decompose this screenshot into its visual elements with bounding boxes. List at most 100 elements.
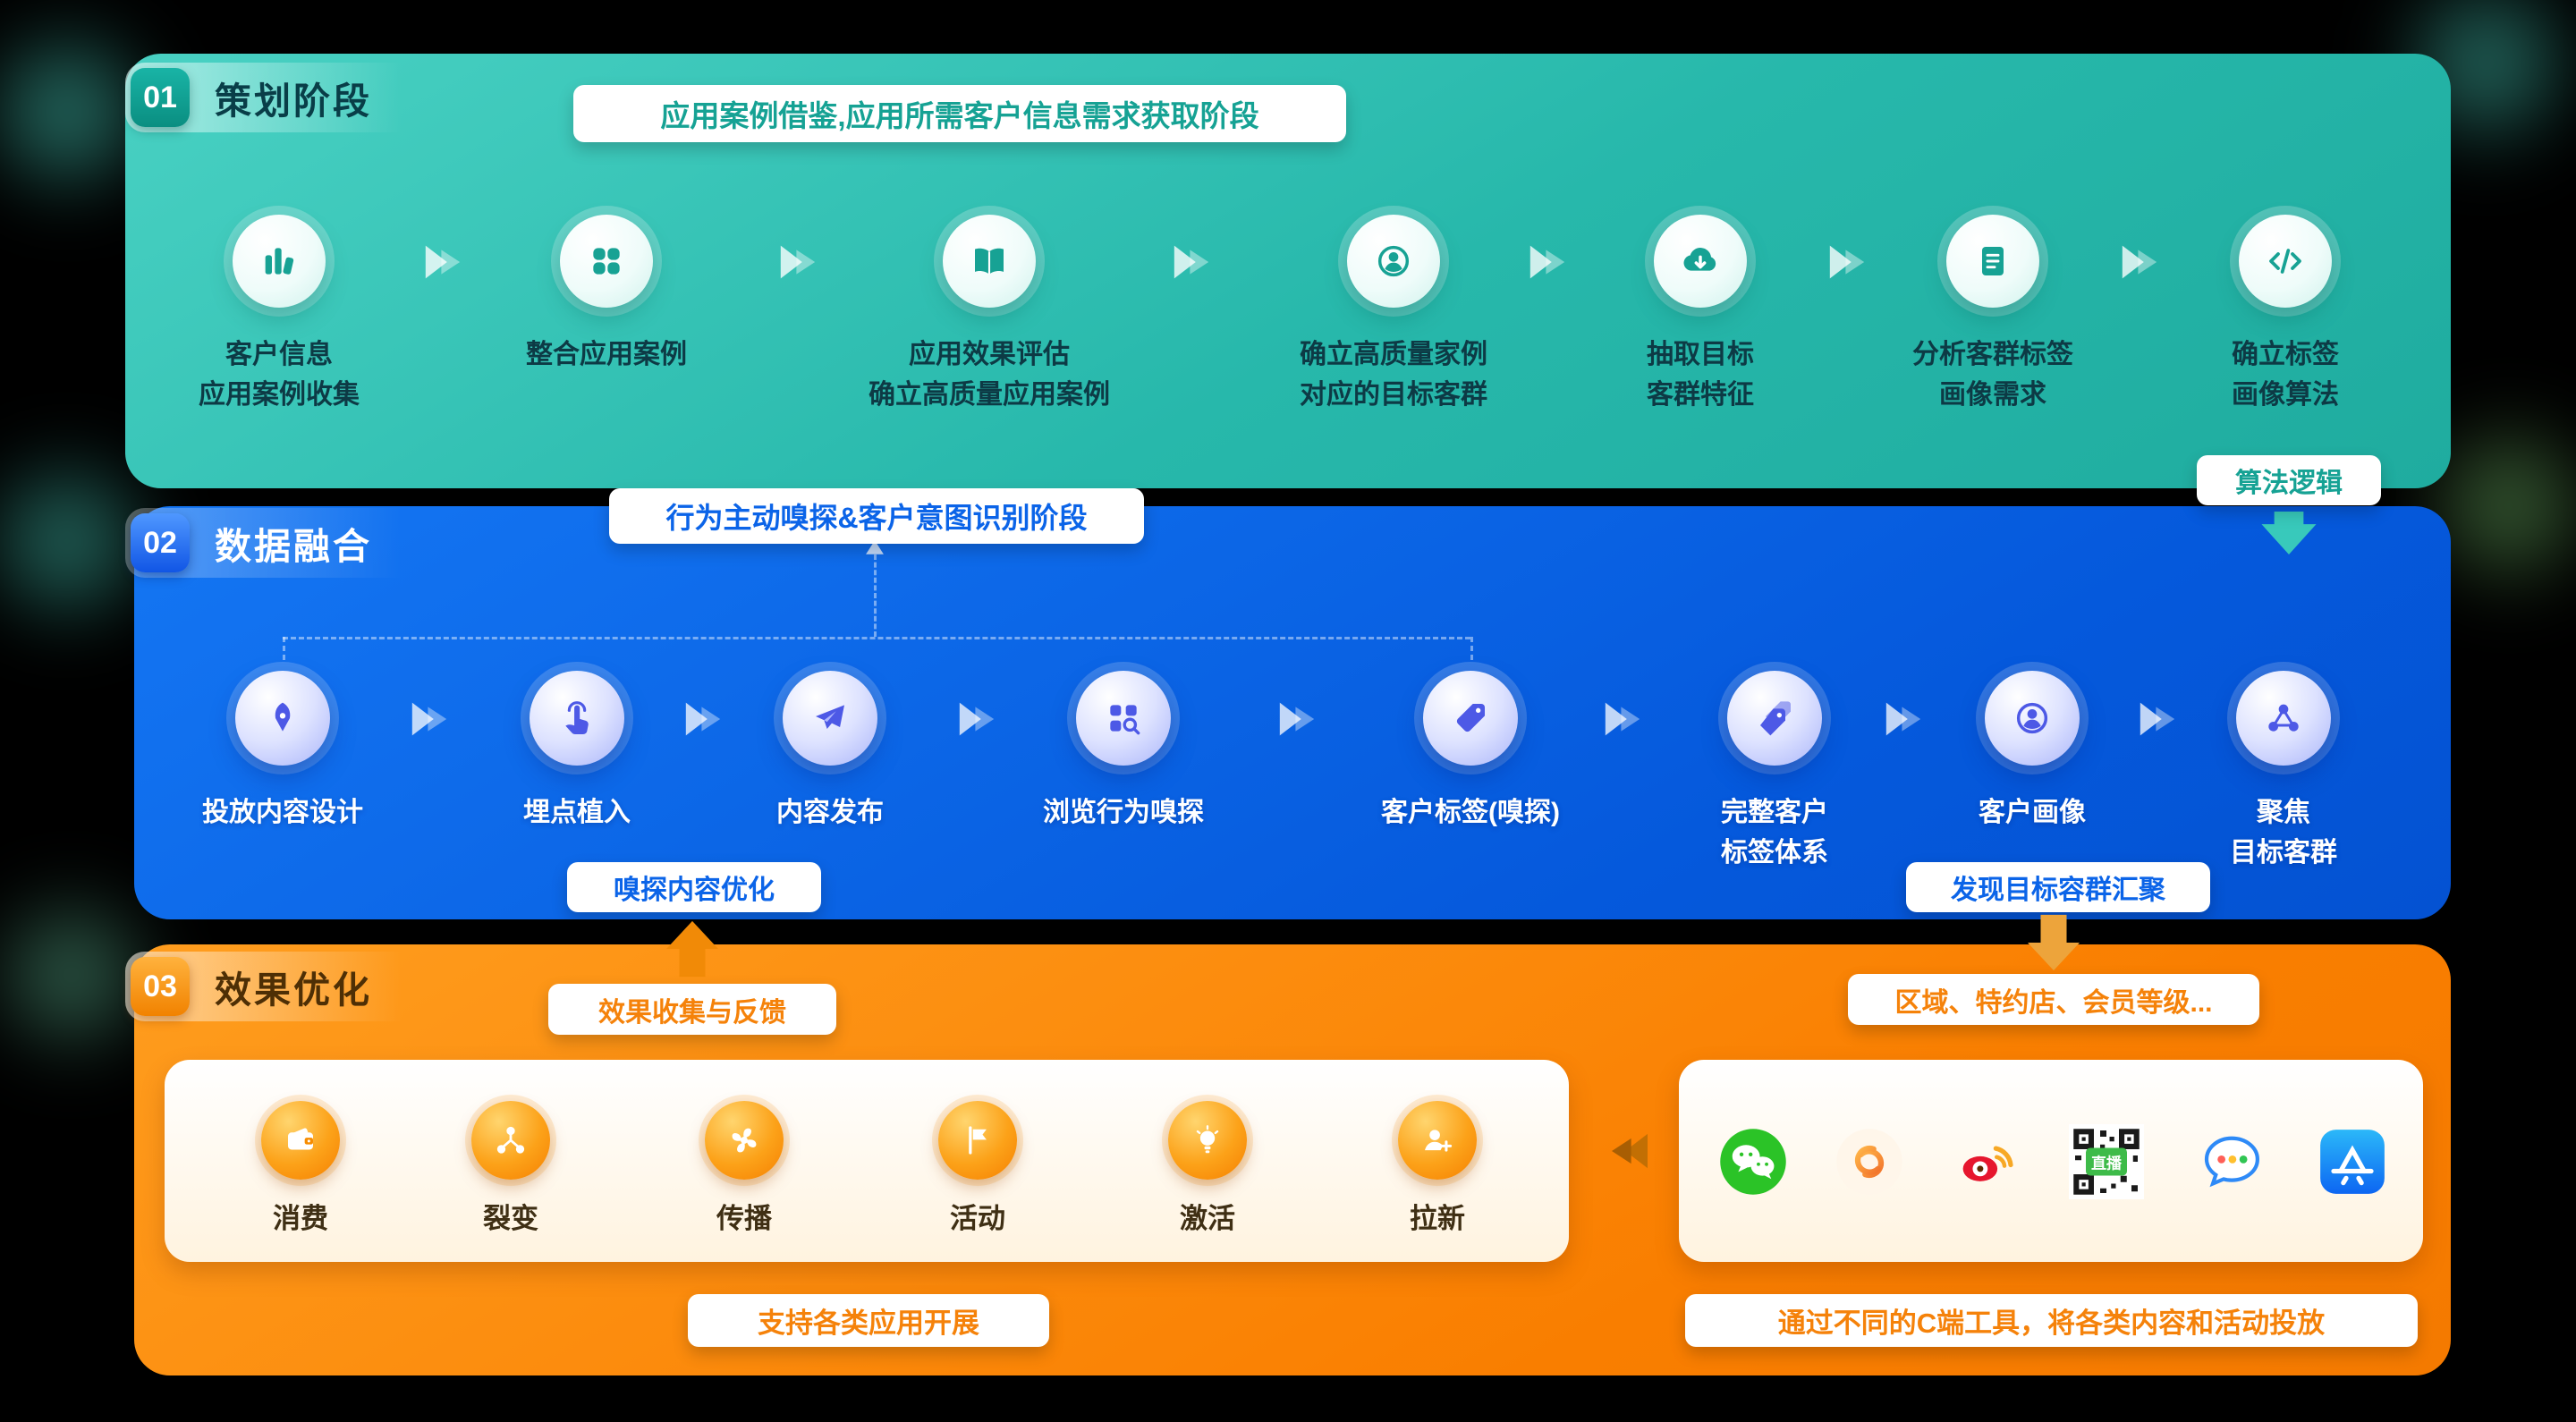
arrow-up-icon [865,540,885,554]
arrow-right-icon [1526,243,1569,281]
phase-3-badge: 03 效果优化 [125,952,426,1021]
app-label: 消费 [273,1203,328,1234]
arrow-right-icon [776,243,819,281]
applications-panel [165,1060,1569,1262]
user-badge-icon [1347,215,1440,308]
step-label-line: 完整客户 [1721,798,1828,827]
arrow-right-icon [1826,243,1868,281]
step-label-line: 抽取目标 [1647,340,1754,369]
document-list-icon [1946,215,2039,308]
step-analyze-tags: 分析客群标签 画像需求 [1912,215,2073,415]
step-label-line: 浏览行为嗅探 [1043,798,1204,827]
qr-live-icon: 直播 [2069,1124,2144,1199]
weibo-icon [1948,1124,2023,1199]
arrow-left-icon [1607,1130,1652,1172]
step-label: 客户信息 应用案例收集 [199,334,360,415]
step-effect-evaluation: 应用效果评估 确立高质量应用案例 [869,215,1110,415]
step-label-line: 客户标签(嗅探) [1381,798,1560,827]
step-customer-tag-sniff: 客户标签(嗅探) [1381,671,1560,833]
arrow-right-icon [955,700,998,738]
region-tag: 区域、特约店、会员等级... [1848,974,2259,1025]
step-label-line: 确立高质量应用案例 [869,380,1110,410]
discover-target-group-tag: 发现目标容群汇聚 [1906,862,2210,912]
phase-2-number: 02 [131,513,190,572]
code-icon [2239,215,2332,308]
cloud-download-icon [1654,215,1747,308]
step-label-line: 确立标签 [2232,340,2339,369]
step-label: 确立标签 画像算法 [2232,334,2339,415]
step-label-line: 应用效果评估 [909,340,1070,369]
step-tag-algorithm: 确立标签 画像算法 [2232,215,2339,415]
arrow-right-icon [2136,700,2179,738]
user-circle-icon [1985,671,2080,766]
arrow-right-icon [1170,243,1213,281]
step-focus-target-group: 聚焦 目标客群 [2230,671,2337,873]
phase-1-banner: 应用案例借鉴,应用所需客户信息需求获取阶段 [573,85,1346,142]
feedback-tag: 效果收集与反馈 [548,984,836,1035]
arrow-down-icon [2260,512,2318,554]
step-label: 应用效果评估 确立高质量应用案例 [869,334,1110,415]
wechat-channels-icon [1832,1124,1907,1199]
arrow-down-icon [2028,914,2080,971]
wallet-icon [261,1101,340,1180]
arrow-right-icon [1601,700,1644,738]
step-case-collection: 客户信息 应用案例收集 [199,215,360,415]
app-label: 激活 [1180,1203,1235,1234]
app-item-spread: 传播 [705,1101,784,1236]
dashed-connector [283,637,1470,639]
step-extract-features: 抽取目标 客群特征 [1647,215,1754,415]
step-label-line: 投放内容设计 [202,798,363,827]
step-integrate-cases: 整合应用案例 [526,215,687,375]
tags-icon [1727,671,1822,766]
phase-3-title: 效果优化 [215,969,372,1011]
step-customer-portrait: 客户画像 [1979,671,2086,833]
app-label: 活动 [950,1203,1005,1234]
step-label-line: 内容发布 [776,798,884,827]
tap-icon [530,671,624,766]
step-tracking-embed: 埋点植入 [523,671,631,833]
step-label: 分析客群标签 画像需求 [1912,334,2073,415]
app-item-fission: 裂变 [471,1101,550,1236]
send-icon [783,671,877,766]
step-label: 投放内容设计 [202,792,363,833]
step-label-line: 画像需求 [1939,380,2046,410]
arrow-right-icon [408,700,451,738]
arrow-up-icon [666,918,718,980]
step-label-line: 客户信息 [225,340,333,369]
dashed-connector [874,554,877,637]
phase-1-badge: 01 策划阶段 [125,63,426,132]
bar-chart-icon [233,215,326,308]
step-label: 抽取目标 客群特征 [1647,334,1754,415]
step-label-line: 目标客群 [2230,838,2337,868]
step-target-customers: 确立高质量家例 对应的目标客群 [1300,215,1487,415]
bulb-icon [1168,1101,1247,1180]
app-label: 拉新 [1410,1203,1465,1234]
arrow-right-icon [1882,700,1925,738]
step-label-line: 应用案例收集 [199,380,360,410]
app-item-acquire: 拉新 [1398,1101,1477,1236]
step-label: 确立高质量家例 对应的目标客群 [1300,334,1487,415]
dashed-connector [1470,637,1473,660]
pen-icon [235,671,330,766]
sniff-optimize-tag: 嗅探内容优化 [567,862,821,912]
qr-live-label: 直播 [2086,1147,2127,1176]
step-label-line: 客群特征 [1647,380,1754,410]
step-complete-tag-system: 完整客户 标签体系 [1721,671,1828,873]
step-content-design: 投放内容设计 [202,671,363,833]
phase-2-badge: 02 数据融合 [125,508,426,578]
caption-applications: 支持各类应用开展 [688,1294,1049,1347]
step-label-line: 客户画像 [1979,798,2086,827]
phase-2-banner: 行为主动嗅探&客户意图识别阶段 [609,488,1144,544]
step-label-line: 画像算法 [2232,380,2339,410]
fan-icon [705,1101,784,1180]
step-label: 客户画像 [1979,792,2086,833]
dashed-connector [283,637,285,660]
app-label: 传播 [716,1203,772,1234]
arrow-right-icon [421,243,464,281]
split-icon [471,1101,550,1180]
step-label-line: 标签体系 [1721,838,1828,868]
browse-sniff-icon [1076,671,1171,766]
step-label: 浏览行为嗅探 [1043,792,1204,833]
step-content-publish: 内容发布 [776,671,884,833]
